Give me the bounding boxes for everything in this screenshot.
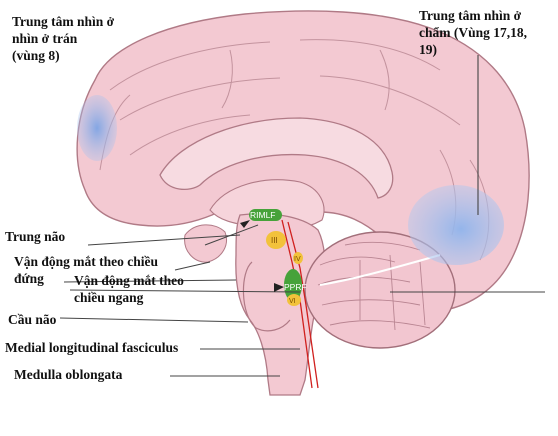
horizontal-gaze-label-line1: Vận động mắt theo <box>74 273 184 288</box>
horizontal-gaze-label-line2: chiều ngang <box>74 290 144 305</box>
frontal-eye-field-label-line3: (vùng 8) <box>12 48 60 63</box>
cerebellum-folia <box>317 241 431 331</box>
corpus-callosum <box>159 117 394 199</box>
occipital-label-line1: Trung tâm nhìn ở <box>419 8 522 23</box>
occipital-label-line3: 19) <box>419 42 437 57</box>
vertical-gaze-label-line2: đứng <box>14 271 44 286</box>
arbor-vitae <box>319 254 441 286</box>
cn6-tag: VI <box>289 298 296 305</box>
cn3-tag: III <box>271 236 278 245</box>
pprf-arrowhead <box>274 283 284 292</box>
mlf-label: Medial longitudinal fasciculus <box>5 340 179 355</box>
cn4-nucleus <box>293 252 303 264</box>
cn3-nucleus <box>266 231 286 249</box>
vertical-gaze-label-line1: Vận động mắt theo chiều <box>14 254 159 269</box>
occipital-label-line2: chẩm (Vùng 17,18, <box>419 25 528 40</box>
pons-label: Cầu não <box>8 312 57 327</box>
rimlf-tag: RIMLF <box>250 210 276 220</box>
frontal-eye-field-region <box>77 95 117 161</box>
occipital-visual-region <box>408 185 504 265</box>
pprf-tag: PPRF <box>284 282 307 292</box>
frontal-eye-field-label-line2: nhìn ở trán <box>12 31 78 46</box>
pons-bulge <box>242 261 291 332</box>
rimlf-arrowhead <box>240 220 250 228</box>
midbrain-label: Trung não <box>5 229 66 244</box>
frontal-eye-field-label-line1: Trung tâm nhìn ở <box>12 14 115 29</box>
pprf-nucleus <box>284 269 302 301</box>
medulla-label: Medulla oblongata <box>14 367 123 382</box>
leader-lines <box>59 224 545 377</box>
cn6-nucleus <box>287 294 301 306</box>
cn4-tag: IV <box>294 256 301 263</box>
rimlf-nucleus <box>249 209 282 221</box>
hypothalamus <box>184 224 227 263</box>
